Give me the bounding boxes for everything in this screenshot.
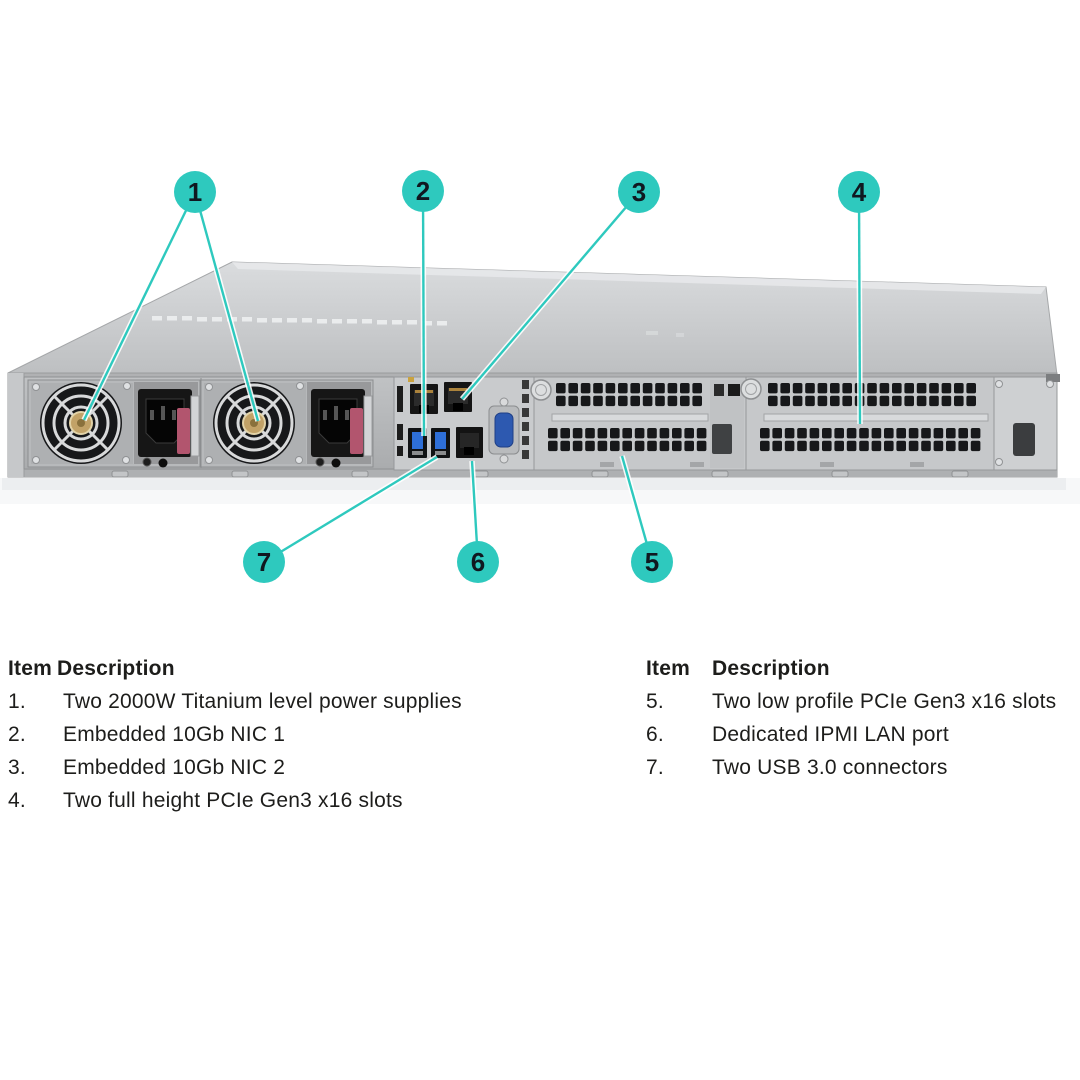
legend-right: Item Description 5. Two low profile PCIe… (646, 652, 1056, 784)
legend-item-number: 5. (646, 690, 664, 713)
legend-item-description: Embedded 10Gb NIC 1 (63, 723, 286, 746)
legend-header-item: Item (646, 657, 690, 680)
power-supply-unit-2 (199, 378, 375, 469)
leader-line-3 (459, 190, 642, 401)
leader-line-1a (81, 190, 198, 422)
leader-line-1b (192, 191, 261, 422)
pcie-slot-line-lp (551, 413, 709, 422)
callout-3: 3 (618, 171, 660, 213)
legend-row: 7. Two USB 3.0 connectors (646, 751, 1056, 784)
callout-6: 6 (457, 541, 499, 583)
legend-item-description: Two full height PCIe Gen3 x16 slots (63, 789, 403, 812)
thumbscrew-lp (530, 379, 552, 401)
power-supply-bay (23, 376, 395, 470)
legend-item-description: Embedded 10Gb NIC 2 (63, 756, 286, 779)
legend-item-number: 4. (8, 789, 26, 812)
psu-screws (32, 382, 131, 464)
callout-1: 1 (174, 171, 216, 213)
right-end-cap (993, 374, 1060, 471)
legend-item-description: Dedicated IPMI LAN port (712, 723, 949, 746)
callout-2: 2 (402, 170, 444, 212)
callout-4: 4 (838, 171, 880, 213)
legend-row: 4. Two full height PCIe Gen3 x16 slots (8, 784, 462, 817)
io-plate (393, 376, 535, 471)
legend-row: 1. Two 2000W Titanium level power suppli… (8, 685, 462, 718)
pcie-slot-line-fh (763, 413, 989, 422)
legend-header-item: Item (8, 657, 52, 680)
ipmi-lan-port (456, 427, 483, 458)
legend-item-number: 6. (646, 723, 664, 746)
psu-fan (40, 382, 122, 464)
vent-holes (548, 383, 981, 452)
legend-row: 5. Two low profile PCIe Gen3 x16 slots (646, 685, 1056, 718)
legend-left: Item Description 1. Two 2000W Titanium l… (8, 652, 462, 817)
legend-item-number: 3. (8, 756, 26, 779)
thumbscrew-fh (740, 378, 762, 400)
legend-header-description: Description (57, 657, 175, 680)
legend-item-number: 7. (646, 756, 664, 779)
nic-port-2 (444, 382, 472, 412)
legend-item-number: 1. (8, 690, 26, 713)
vga-port (488, 397, 520, 464)
callout-7: 7 (243, 541, 285, 583)
psu-handle (190, 395, 200, 457)
leader-line-7 (262, 454, 439, 565)
legend-item-description: Two 2000W Titanium level power supplies (63, 690, 462, 713)
legend-header-description: Description (712, 657, 830, 680)
legend-row: 2. Embedded 10Gb NIC 1 (8, 718, 462, 751)
legend-item-description: Two USB 3.0 connectors (712, 756, 948, 779)
leader-line-4 (856, 191, 863, 425)
riser-latch-lp (712, 424, 732, 454)
legend-left-header: Item Description (8, 652, 462, 685)
callout-5: 5 (631, 541, 673, 583)
bottom-tabs (111, 470, 969, 478)
psu-power-inlet (134, 382, 200, 468)
legend-row: 3. Embedded 10Gb NIC 2 (8, 751, 462, 784)
legend-item-description: Two low profile PCIe Gen3 x16 slots (712, 690, 1057, 713)
legend-right-header: Item Description (646, 652, 1056, 685)
legend-row: 6. Dedicated IPMI LAN port (646, 718, 1056, 751)
chassis-latch (1013, 423, 1035, 456)
io-edge-vents (522, 380, 529, 459)
psu-retention-clip (177, 408, 190, 454)
power-supply-unit (27, 379, 201, 468)
leader-line-2 (420, 190, 427, 437)
legend-item-number: 2. (8, 723, 26, 746)
chassis-shadow (0, 478, 1080, 504)
